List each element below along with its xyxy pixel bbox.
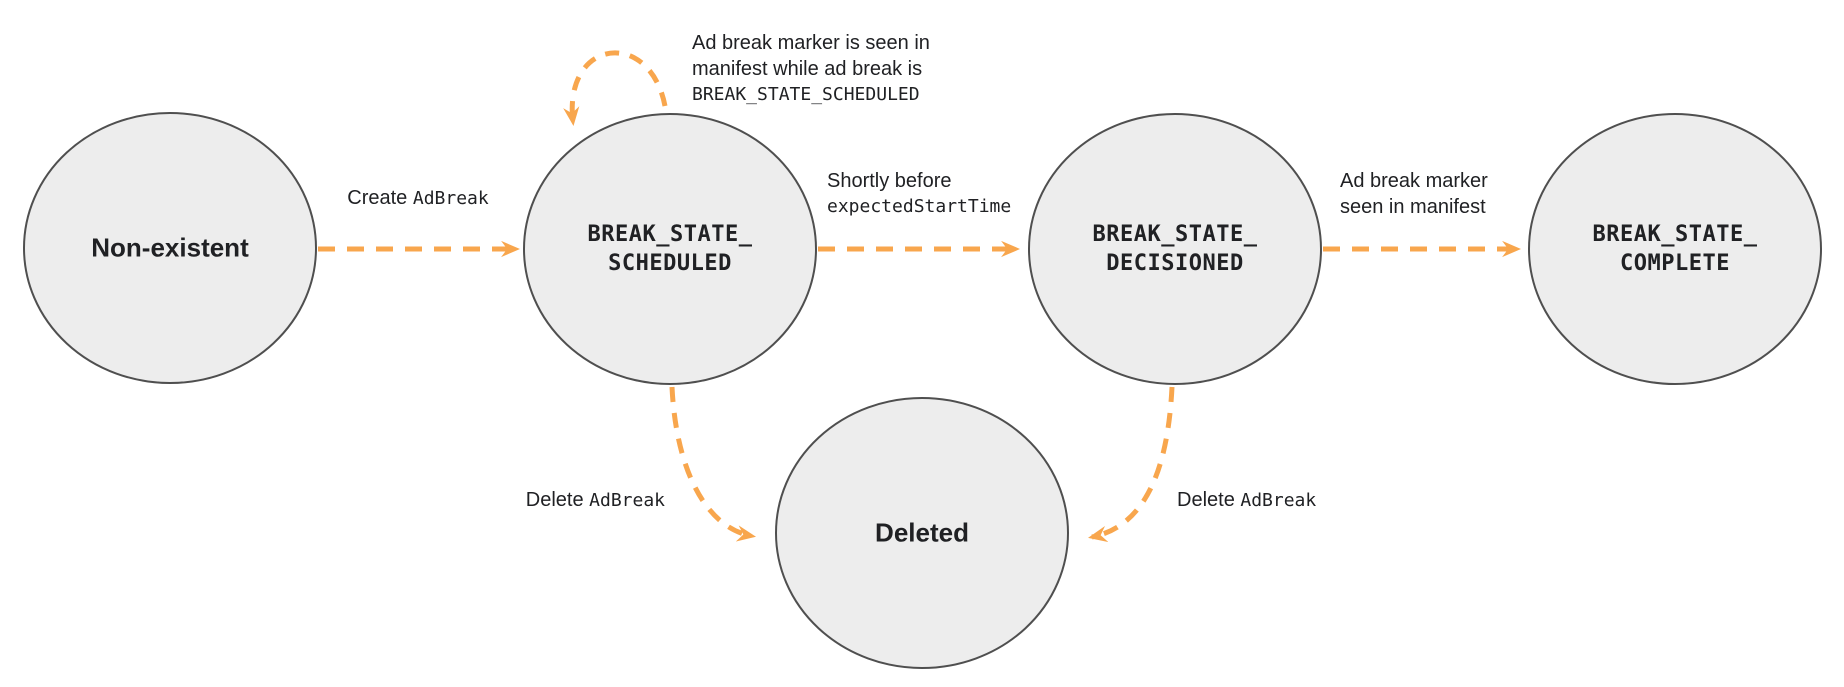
transition-label-code: AdBreak <box>412 188 489 209</box>
state-node-scheduled <box>523 113 817 385</box>
transition-label-code: AdBreak <box>589 490 665 511</box>
state-node-complete <box>1528 113 1822 385</box>
transition-label-text: Delete <box>525 489 590 511</box>
state-label-line: SCHEDULED <box>608 251 732 276</box>
state-label-line: BREAK_STATE_ <box>1092 222 1258 247</box>
transition-label-code: expectedStartTime <box>827 196 1012 217</box>
transition-label-create: Create AdBreak <box>347 185 488 212</box>
transition-label-code: BREAK_STATE_SCHEDULED <box>692 84 920 105</box>
state-label-scheduled: BREAK_STATE_ SCHEDULED <box>588 220 753 278</box>
state-label-line: COMPLETE <box>1620 251 1730 276</box>
transition-label-text: Ad break marker <box>1340 170 1488 192</box>
state-label-decisioned: BREAK_STATE_ DECISIONED <box>1093 220 1258 278</box>
transition-label-delete-left: Delete AdBreak <box>526 487 665 514</box>
state-label-line: DECISIONED <box>1106 251 1244 276</box>
state-label-line: BREAK_STATE_ <box>587 222 753 247</box>
transition-label-text: Shortly before <box>827 170 952 192</box>
transition-arrow-delete-right <box>1088 386 1175 542</box>
transition-label-text: manifest while ad break is <box>692 58 923 80</box>
state-node-non-existent <box>23 112 317 384</box>
transition-label-code: AdBreak <box>1240 490 1317 511</box>
transition-label-text: seen in manifest <box>1340 196 1486 218</box>
state-label-deleted: Deleted <box>875 517 969 548</box>
transition-label-text: Ad break marker is seen in <box>692 32 930 54</box>
state-node-deleted <box>775 397 1069 669</box>
transition-label-self-loop: Ad break marker is seen in manifest whil… <box>692 30 930 108</box>
transition-label-text: Delete <box>1177 489 1241 511</box>
state-label-line: BREAK_STATE_ <box>1592 222 1758 247</box>
transition-arrow-self-loop <box>563 50 668 127</box>
transition-label-decision: Shortly before expectedStartTime <box>827 168 1011 220</box>
transition-label-complete: Ad break marker seen in manifest <box>1340 168 1488 220</box>
state-node-decisioned <box>1028 113 1322 385</box>
transition-arrow-delete-left <box>669 386 757 542</box>
transition-label-delete-right: Delete AdBreak <box>1177 487 1316 514</box>
state-label-complete: BREAK_STATE_ COMPLETE <box>1593 220 1758 278</box>
state-label-non-existent: Non-existent <box>91 232 249 263</box>
transition-label-text: Create <box>347 187 413 209</box>
